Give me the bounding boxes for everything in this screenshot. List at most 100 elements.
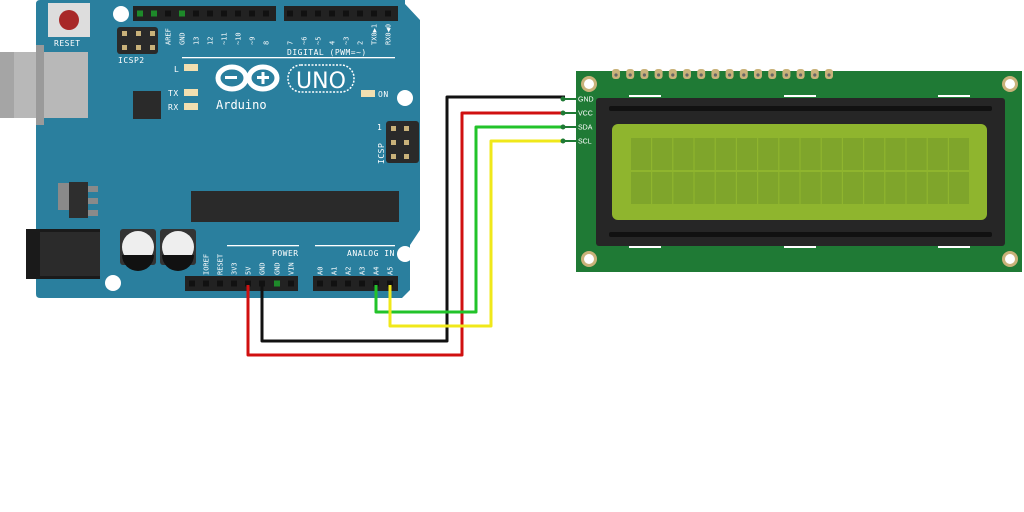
header-pin[interactable] [203, 280, 209, 287]
lcd-character-cell [758, 172, 779, 204]
header-pin[interactable] [343, 10, 349, 17]
wire-5v-vcc[interactable] [246, 111, 565, 357]
pin-label: 2 [357, 41, 365, 45]
pin-label: ~10 [235, 32, 243, 45]
pin-label: A4 [373, 267, 381, 275]
led-rx [184, 103, 198, 110]
lcd-pin-label: GND [578, 97, 594, 104]
header-pin[interactable] [331, 280, 337, 287]
digital-header-2 [284, 6, 398, 21]
pin-label: 13 [193, 37, 201, 45]
lcd-character-cell [864, 172, 885, 204]
header-pin[interactable] [317, 280, 323, 287]
reset-button[interactable] [48, 3, 90, 37]
lcd-character-cell [927, 138, 948, 170]
lcd-character-cell [631, 172, 651, 204]
header-pin[interactable] [329, 10, 335, 17]
arduino-logo [215, 64, 280, 92]
header-pin[interactable] [217, 280, 223, 287]
lcd-pin-label: SCL [578, 139, 592, 146]
header-pin[interactable] [387, 280, 393, 287]
header-pin[interactable] [373, 280, 379, 287]
lcd-character-cell [779, 138, 800, 170]
pin-label: RX0◀0 [385, 24, 393, 45]
header-pin[interactable] [371, 10, 377, 17]
lcd-character-cell [715, 138, 736, 170]
lcd-character-cell [927, 172, 948, 204]
header-pin[interactable] [193, 10, 199, 17]
header-pin[interactable] [151, 10, 157, 17]
header-pin[interactable] [179, 10, 185, 17]
header-pin[interactable] [359, 280, 365, 287]
reset-label: RESET [54, 39, 81, 48]
pin-label: RESET [217, 253, 225, 275]
header-pin[interactable] [259, 280, 265, 287]
pin-label: AREF [165, 28, 173, 45]
pin-label: IOREF [203, 254, 211, 275]
header-pin[interactable] [207, 10, 213, 17]
lcd-character-cell [800, 172, 821, 204]
power-header [185, 276, 298, 291]
header-pin[interactable] [287, 10, 293, 17]
wire-a4-sda[interactable] [374, 125, 565, 314]
pin-label: 5V [245, 266, 253, 275]
led-rx-label: RX [168, 103, 179, 112]
capacitor [160, 229, 196, 271]
led-on-label: ON [378, 90, 389, 99]
lcd-character-cell [737, 172, 757, 204]
header-pin[interactable] [263, 10, 269, 17]
header-pin[interactable] [357, 10, 363, 17]
arduino-uno-board: RESET ICSP2 1 ICSP L TX RX ON UNO Arduin… [0, 0, 420, 298]
led-tx-label: TX [168, 89, 179, 98]
pin-label: 8 [263, 41, 271, 45]
icsp2-label: ICSP2 [118, 56, 145, 65]
pin-label: TX0▶1 [371, 24, 379, 45]
pin-label: ~9 [249, 37, 257, 45]
header-pin[interactable] [301, 10, 307, 17]
pin-label: A2 [345, 267, 353, 275]
pin-label: ~3 [343, 37, 351, 45]
lcd-character-cell [673, 138, 694, 170]
led-l [184, 64, 198, 71]
logo-text: Arduino [216, 98, 267, 112]
pin-label: A1 [331, 267, 339, 275]
wire-gnd-gnd[interactable] [260, 95, 565, 343]
pin-label: ~5 [315, 37, 323, 45]
header-pin[interactable] [315, 10, 321, 17]
lcd-character-cell [843, 172, 863, 204]
lcd-pin-scl[interactable] [560, 138, 566, 144]
digital-header-1 [133, 6, 276, 21]
header-pin[interactable] [345, 280, 351, 287]
usb-chip [133, 91, 161, 119]
wire-a5-scl[interactable] [388, 139, 565, 328]
lcd-character-cell [885, 138, 906, 170]
analog-label: ANALOG IN [347, 249, 395, 258]
header-pin[interactable] [231, 280, 237, 287]
header-pin[interactable] [245, 280, 251, 287]
lcd-character-cell [906, 138, 927, 170]
pin-label: ~6 [301, 37, 309, 45]
header-pin[interactable] [274, 280, 280, 287]
wires [246, 95, 565, 357]
lcd-pin-gnd[interactable] [560, 96, 566, 102]
header-pin[interactable] [137, 10, 143, 17]
header-pin[interactable] [165, 10, 171, 17]
header-pin[interactable] [385, 10, 391, 17]
header-pin[interactable] [221, 10, 227, 17]
lcd-character-cell [821, 172, 842, 204]
led-on [361, 90, 375, 97]
lcd-pin-label: SDA [578, 125, 593, 132]
lcd-character-cell [843, 138, 863, 170]
lcd-pin-sda[interactable] [560, 124, 566, 130]
header-pin[interactable] [235, 10, 241, 17]
pin-label: VIN [288, 262, 296, 275]
pin-label: GND [179, 32, 187, 45]
lcd-character-cell [631, 138, 651, 170]
header-pin[interactable] [189, 280, 195, 287]
lcd-pin-vcc[interactable] [560, 110, 566, 116]
led-l-label: L [174, 65, 179, 74]
lcd-character-cell [779, 172, 800, 204]
header-pin[interactable] [288, 280, 294, 287]
lcd-character-cell [906, 172, 927, 204]
header-pin[interactable] [249, 10, 255, 17]
